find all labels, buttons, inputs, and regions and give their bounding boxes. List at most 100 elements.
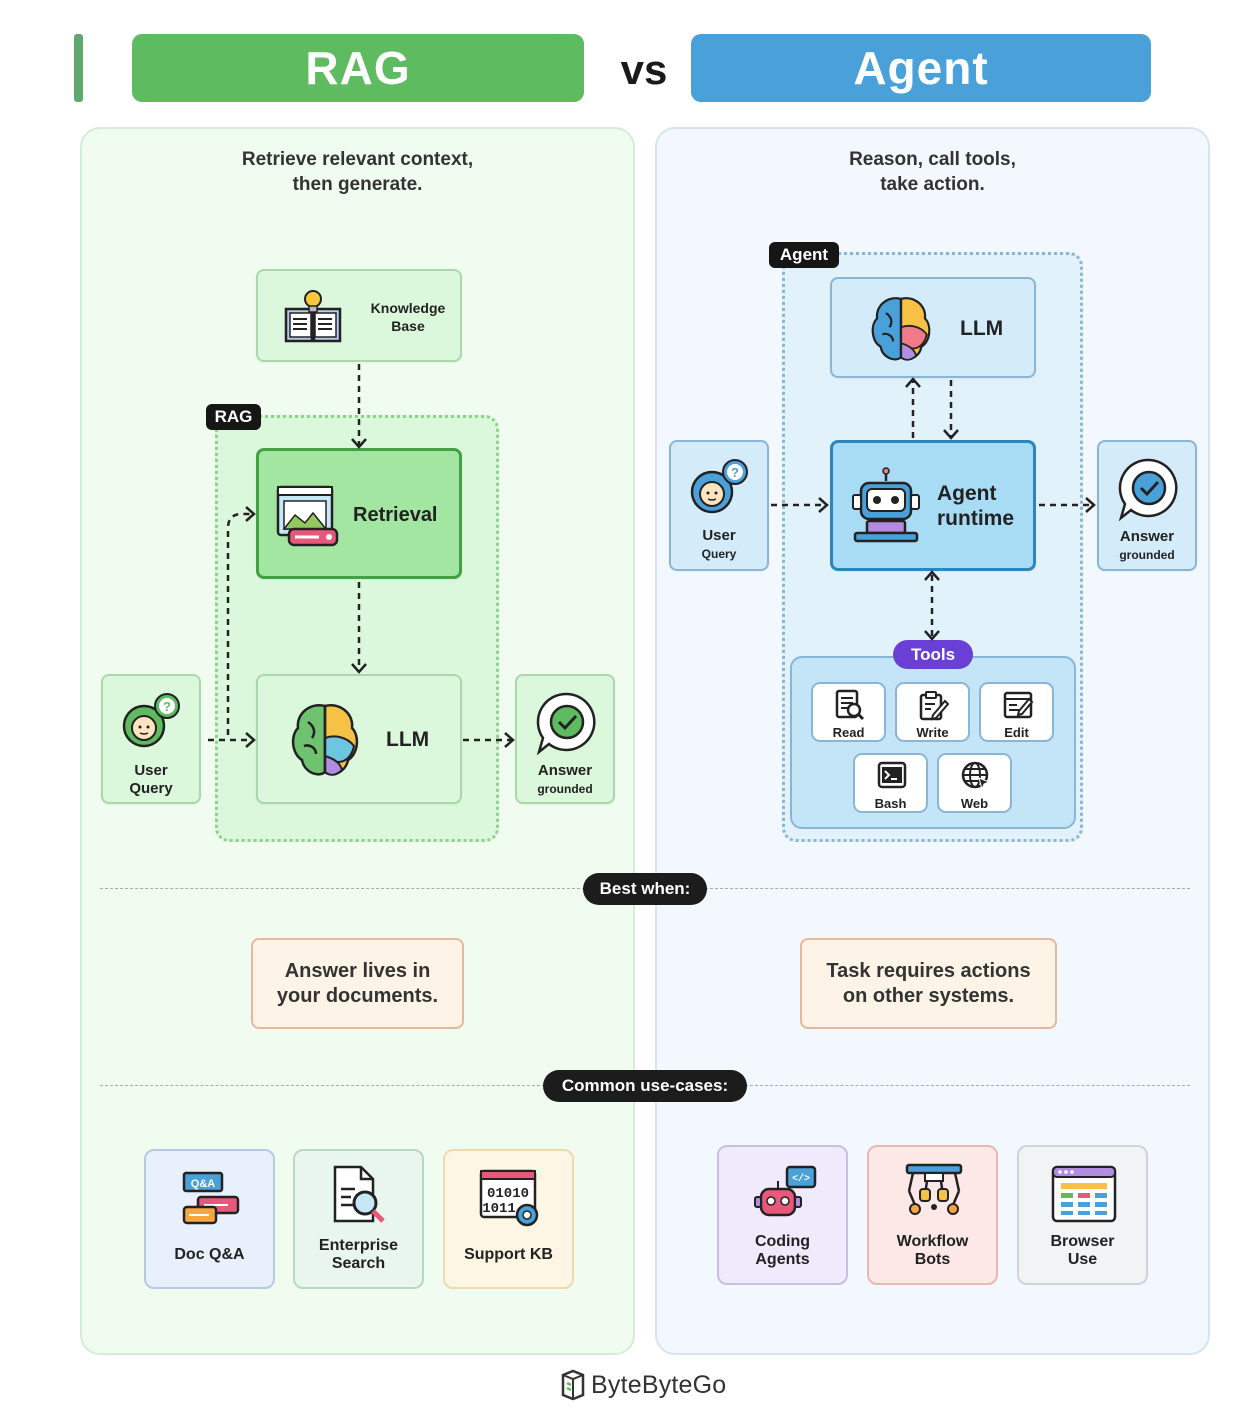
tool-read-label: Read bbox=[832, 724, 865, 740]
write-edit-icon bbox=[919, 691, 950, 721]
rag-best-line-1: Answer lives in bbox=[284, 959, 431, 982]
use-cases-pill: Common use-cases: bbox=[543, 1070, 747, 1102]
use-case-enterprise-search: Enterprise Search bbox=[293, 1149, 424, 1289]
use-case-coding-agents: </> Coding Agents bbox=[717, 1145, 848, 1285]
rag-user-avatar-icon: ? bbox=[122, 693, 180, 748]
workflow-arms-icon bbox=[905, 1163, 963, 1215]
rag-llm-label: LLM bbox=[386, 728, 430, 751]
rag-llm-box: LLM bbox=[256, 674, 462, 804]
rag-brain-icon bbox=[291, 703, 359, 776]
svg-text:Q&A: Q&A bbox=[191, 1178, 216, 1190]
footer-brand-name: ByteByteGo bbox=[591, 1370, 727, 1399]
tool-write: Write bbox=[895, 682, 970, 742]
best-when-divider-right bbox=[705, 888, 1190, 889]
use-case-coding-agents-label: Coding Agents bbox=[719, 1231, 846, 1271]
accent-bar bbox=[74, 34, 83, 102]
agent-answer-label: Answer grounded bbox=[1099, 528, 1195, 564]
footer-brand: ByteByteGo bbox=[560, 1368, 750, 1402]
arrow-user-to-llm-head bbox=[245, 732, 256, 748]
use-case-support-kb: 01010 1011 Support KB bbox=[443, 1149, 574, 1289]
best-when-divider-left bbox=[100, 888, 585, 889]
use-case-doc-qa-label: Doc Q&A bbox=[146, 1235, 273, 1275]
knowledge-book-icon bbox=[284, 290, 342, 343]
edit-window-icon bbox=[1003, 691, 1034, 719]
rag-user-label-line-1: User bbox=[134, 762, 168, 779]
agent-title-banner: Agent bbox=[691, 34, 1151, 102]
rag-subtitle-line-2: then generate. bbox=[292, 174, 423, 195]
agent-runtime-label-line-1: Agent bbox=[937, 482, 997, 505]
arrow-runtime-to-llm-head bbox=[905, 377, 921, 388]
agent-answer-label-line-2: grounded bbox=[1119, 548, 1175, 562]
arrow-kb-to-retrieval-head bbox=[351, 438, 367, 449]
arrow-runtime-tools-head-up bbox=[924, 570, 940, 581]
agent-best-when-card: Task requires actions on other systems. bbox=[800, 938, 1057, 1029]
rag-answer-box: Answer grounded bbox=[515, 674, 615, 804]
rag-answer-check-bubble-icon bbox=[536, 692, 596, 756]
robot-icon bbox=[852, 467, 920, 543]
use-case-coding-agents-line-1: Coding bbox=[754, 1233, 811, 1250]
svg-text:</>: </> bbox=[792, 1173, 810, 1185]
svg-text:1011: 1011 bbox=[482, 1201, 516, 1217]
knowledge-label-line-2: Base bbox=[391, 318, 425, 334]
tool-bash-label: Bash bbox=[874, 795, 907, 811]
agent-answer-box: Answer grounded bbox=[1097, 440, 1197, 571]
agent-group-tag: Agent bbox=[769, 242, 839, 268]
tool-web: Web bbox=[937, 753, 1012, 813]
agent-llm-box: LLM bbox=[830, 277, 1036, 378]
rag-subtitle-line-1: Retrieve relevant context, bbox=[241, 149, 474, 170]
use-case-workflow-bots-line-2: Bots bbox=[914, 1251, 951, 1268]
use-case-workflow-bots-label: Workflow Bots bbox=[869, 1231, 996, 1271]
agent-user-label-line-1: User bbox=[702, 527, 736, 544]
use-case-browser-use-label: Browser Use bbox=[1019, 1231, 1146, 1271]
use-cases-divider-left bbox=[100, 1085, 550, 1086]
rag-answer-label-line-1: Answer bbox=[537, 762, 593, 779]
rag-user-query-box: ? User Query bbox=[101, 674, 201, 804]
rag-subtitle: Retrieve relevant context, then generate… bbox=[140, 144, 575, 200]
use-case-support-kb-label: Support KB bbox=[445, 1235, 572, 1275]
agent-runtime-box: Agent runtime bbox=[830, 440, 1036, 571]
agent-title: Agent bbox=[853, 42, 989, 94]
bytebytego-logo-icon bbox=[561, 1369, 585, 1401]
use-case-enterprise-search-line-1: Enterprise bbox=[318, 1237, 399, 1254]
use-case-enterprise-search-label: Enterprise Search bbox=[295, 1235, 422, 1275]
rag-best-when-card: Answer lives in your documents. bbox=[251, 938, 464, 1029]
arrow-llm-to-answer-head bbox=[504, 732, 515, 748]
svg-text:01010: 01010 bbox=[487, 1186, 529, 1202]
best-when-pill: Best when: bbox=[583, 873, 707, 905]
use-case-workflow-bots: Workflow Bots bbox=[867, 1145, 998, 1285]
use-case-browser-use-line-1: Browser bbox=[1050, 1233, 1115, 1250]
tool-web-label: Web bbox=[960, 795, 989, 811]
agent-user-query-label: User Query bbox=[671, 526, 767, 564]
tools-tag: Tools bbox=[893, 640, 973, 669]
arrow-user-to-runtime-head bbox=[818, 497, 829, 513]
tool-edit: Edit bbox=[979, 682, 1054, 742]
use-case-browser-use-line-2: Use bbox=[1067, 1251, 1098, 1268]
retrieval-label: Retrieval bbox=[353, 504, 438, 526]
agent-subtitle-line-2: take action. bbox=[880, 174, 985, 195]
arrow-user-to-retrieval-head bbox=[245, 506, 256, 522]
retrieval-box: Retrieval bbox=[256, 448, 462, 579]
use-case-enterprise-search-line-2: Search bbox=[331, 1255, 386, 1272]
use-cases-divider-right bbox=[740, 1085, 1190, 1086]
binary-gear-icon: 01010 1011 bbox=[479, 1169, 539, 1227]
document-search-icon bbox=[333, 1165, 385, 1223]
rag-title: RAG bbox=[305, 42, 411, 94]
knowledge-label-line-1: Knowledge bbox=[370, 300, 446, 316]
agent-user-query-box: ? User Query bbox=[669, 440, 769, 571]
tool-bash: Bash bbox=[853, 753, 928, 813]
use-case-workflow-bots-line-1: Workflow bbox=[896, 1233, 969, 1250]
coding-robot-icon: </> bbox=[754, 1165, 817, 1217]
use-case-doc-qa-line-1: Doc Q&A bbox=[174, 1246, 245, 1263]
globe-cursor-icon bbox=[961, 761, 991, 791]
svg-text:?: ? bbox=[163, 699, 171, 714]
agent-runtime-label: Agent runtime bbox=[937, 481, 1014, 531]
agent-best-line-1: Task requires actions bbox=[826, 959, 1031, 982]
agent-llm-label: LLM bbox=[960, 317, 1004, 340]
agent-best-line-2: on other systems. bbox=[842, 984, 1015, 1007]
tool-edit-label: Edit bbox=[1004, 724, 1029, 740]
read-doc-icon bbox=[835, 689, 865, 721]
agent-answer-check-bubble-icon bbox=[1118, 458, 1178, 522]
rag-user-query-label: User Query bbox=[103, 760, 199, 800]
